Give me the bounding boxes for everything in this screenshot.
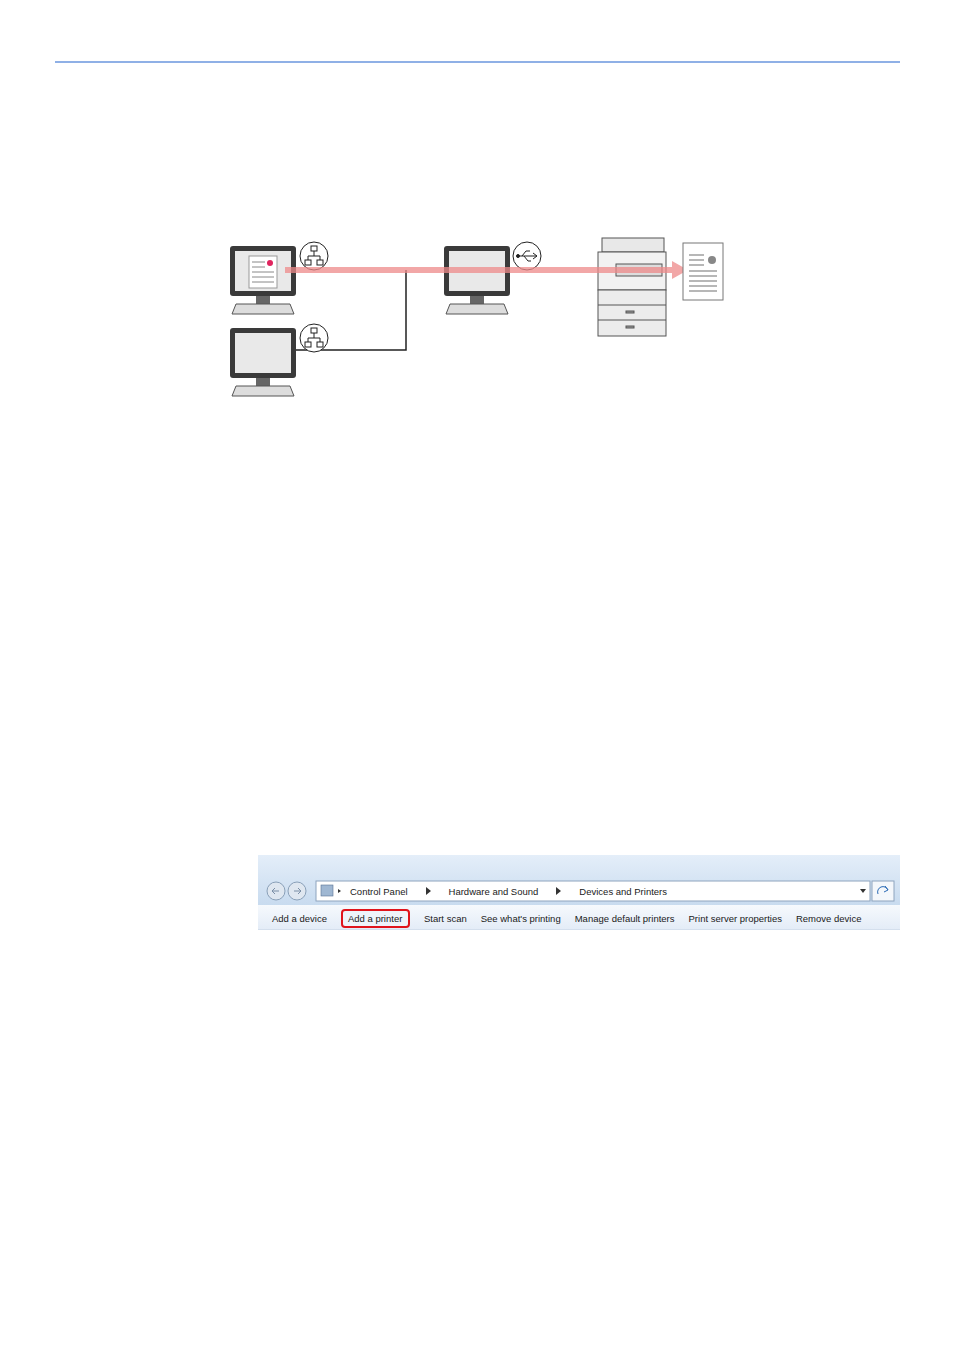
toolbar-button-label: See what's printing bbox=[481, 913, 561, 924]
toolbar-button-label: Remove device bbox=[796, 913, 861, 924]
network-icon bbox=[300, 242, 328, 352]
computer bbox=[230, 246, 296, 314]
print-path-arrow bbox=[285, 261, 688, 279]
printer bbox=[598, 238, 666, 336]
printed-page bbox=[683, 243, 723, 300]
computer bbox=[230, 328, 296, 396]
breadcrumb: Control Panel Hardware and Sound Devices a… bbox=[350, 884, 667, 898]
network-wire bbox=[296, 270, 406, 350]
usb-icon bbox=[513, 242, 541, 270]
breadcrumb-separator bbox=[426, 887, 431, 895]
toolbar-button-label: Start scan bbox=[424, 913, 467, 924]
button-label: Add a printer bbox=[348, 913, 403, 924]
breadcrumb-item: Control Panel bbox=[350, 886, 408, 897]
toolbar-button-label: Manage default printers bbox=[575, 913, 675, 924]
highlighted-button: Add a printer bbox=[341, 909, 410, 928]
window-screenshot bbox=[258, 855, 900, 936]
toolbar-button-label: Print server properties bbox=[689, 913, 782, 924]
toolbar: Add a device Start scan See what's printin… bbox=[272, 907, 861, 929]
header-rule bbox=[55, 61, 900, 63]
breadcrumb-item: Hardware and Sound bbox=[449, 886, 539, 897]
toolbar-button-label: Add a device bbox=[272, 913, 327, 924]
computer bbox=[444, 246, 510, 314]
breadcrumb-item: Devices and Printers bbox=[579, 886, 667, 897]
breadcrumb-separator bbox=[556, 887, 561, 895]
